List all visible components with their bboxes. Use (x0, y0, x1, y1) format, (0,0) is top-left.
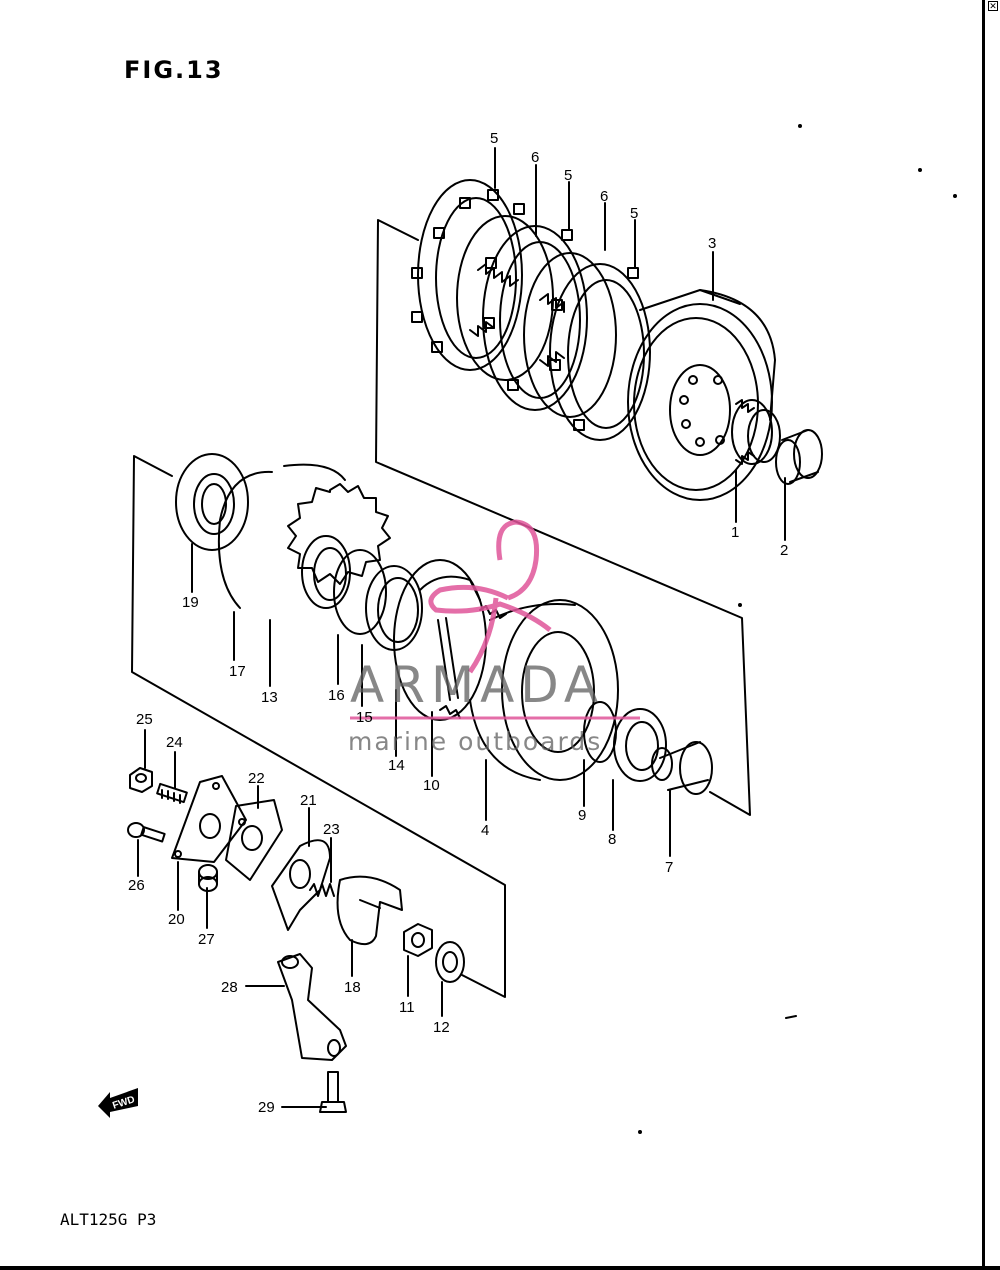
callout-5c: 5 (630, 205, 638, 222)
scan-edge-right (982, 0, 985, 1270)
callout-27: 27 (198, 931, 215, 948)
callout-12: 12 (433, 1019, 450, 1036)
nut-25 (129, 767, 153, 793)
callout-15: 15 (356, 709, 373, 726)
callout-1: 1 (731, 524, 739, 541)
callout-29: 29 (258, 1099, 275, 1116)
steel-plate-1 (456, 215, 554, 381)
hub-7 (651, 741, 713, 795)
callout-14: 14 (388, 757, 405, 774)
callout-6a: 6 (531, 149, 539, 166)
callout-4: 4 (481, 822, 489, 839)
callout-2: 2 (780, 542, 788, 559)
callout-16: 16 (328, 687, 345, 704)
clutch-drum (627, 289, 776, 501)
bolt-29 (319, 1071, 347, 1113)
bolt-26 (127, 822, 166, 843)
callout-22: 22 (248, 770, 265, 787)
stud-24 (156, 782, 188, 804)
callout-17: 17 (229, 663, 246, 680)
callout-21: 21 (300, 792, 317, 809)
washer-12 (435, 941, 465, 983)
watermark-brand: ARMADA (350, 656, 605, 714)
bushing (775, 429, 823, 485)
callout-9: 9 (578, 807, 586, 824)
callout-5a: 5 (490, 130, 498, 147)
watermark-tagline: marine outboards (348, 727, 603, 756)
callout-20: 20 (168, 911, 185, 928)
friction-plate-outer (411, 179, 525, 371)
watermark-logo-icon (428, 519, 552, 674)
plate-20 (171, 775, 247, 863)
drive-gear (731, 399, 781, 465)
callout-24: 24 (166, 734, 183, 751)
callout-18: 18 (344, 979, 361, 996)
callout-10: 10 (423, 777, 440, 794)
callout-23: 23 (323, 821, 340, 838)
bearing-19 (175, 453, 249, 551)
footer-code: ALT125G P3 (60, 1210, 157, 1229)
figure-title: FIG.13 (124, 56, 224, 84)
close-icon[interactable]: ✕ (988, 1, 998, 12)
callout-7: 7 (665, 859, 673, 876)
collar-27 (198, 864, 218, 892)
callout-11: 11 (399, 999, 415, 1016)
lever-28 (277, 953, 347, 1061)
toothed-plate-13 (287, 483, 391, 609)
callout-25: 25 (136, 711, 153, 728)
callout-13: 13 (261, 689, 278, 706)
group-bracket-middle (131, 455, 506, 998)
callout-6b: 6 (600, 188, 608, 205)
callout-8: 8 (608, 831, 616, 848)
callout-3: 3 (708, 235, 716, 252)
bearing-8 (613, 708, 667, 782)
scan-edge-bottom (0, 1266, 1000, 1270)
friction-plate-inner (549, 263, 651, 441)
callout-19: 19 (182, 594, 199, 611)
actuator-18 (336, 875, 403, 946)
washer-16 (333, 549, 387, 635)
arrow-left-icon: FWD (98, 1088, 138, 1118)
spring-23 (309, 883, 335, 897)
callout-26: 26 (128, 877, 145, 894)
callout-5b: 5 (564, 167, 572, 184)
gasket-22 (225, 799, 283, 881)
callout-labels: 5 6 5 6 5 3 1 2 19 17 13 16 15 14 10 4 9… (128, 130, 788, 1116)
nut-11 (403, 923, 433, 957)
circlip-17 (217, 463, 346, 609)
cam-plate-21 (271, 839, 331, 931)
group-bracket-upper (375, 219, 751, 816)
clutch-housing (469, 599, 619, 781)
callout-28: 28 (221, 979, 238, 996)
